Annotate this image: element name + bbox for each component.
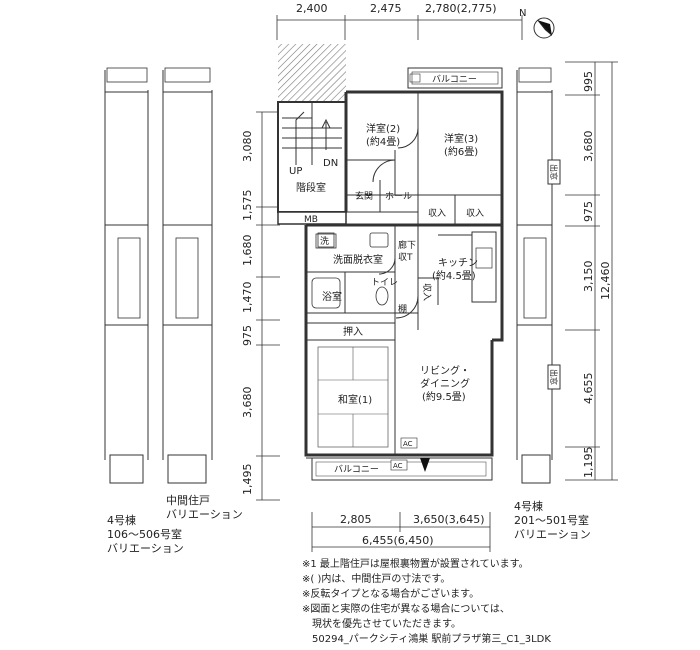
left-dim-4: 1,470: [241, 282, 254, 314]
top-dimension-line: [276, 15, 523, 40]
living-name-1: リビング・: [420, 364, 470, 377]
right-dim-2: 3,680: [582, 131, 595, 163]
north-compass: [533, 17, 555, 39]
compass-n-label: N: [519, 8, 526, 19]
top-balcony: [407, 67, 503, 89]
left-dim-2: 1,575: [241, 190, 254, 222]
caption-right-line-3: バリエーション: [514, 527, 591, 541]
left-dim-1: 3,080: [241, 131, 254, 163]
stair-well: [277, 44, 347, 213]
kitchen-size: (約4.5畳): [432, 269, 476, 282]
stair-dn-label: DN: [323, 158, 338, 169]
bedroom2-size: (約4畳): [366, 135, 400, 148]
right-dimension-line: [565, 61, 618, 481]
caption-middle-line-1: 中間住戸: [166, 494, 210, 507]
unit-walls: [304, 90, 504, 457]
kitchen-name: キッチン: [438, 257, 478, 269]
caption-right-line-1: 4号棟: [514, 500, 543, 513]
entrance-label: 玄関: [355, 190, 373, 202]
corridor-label: 廊下: [398, 239, 416, 251]
left-dim-5: 975: [241, 325, 254, 346]
right-dim-5: 4,655: [582, 373, 595, 405]
top-dim-2: 2,475: [370, 2, 402, 15]
note-1: ※1 最上階住戸は屋根裏物置が設置されています。: [302, 559, 529, 570]
storage-label-3: 収入: [421, 283, 433, 301]
bottom-dim-total: 6,455(6,450): [362, 534, 434, 547]
ac-label-1: AC: [403, 440, 413, 448]
ac-label-2: AC: [393, 462, 403, 470]
left-dim-3: 1,680: [241, 235, 254, 267]
washroom-label: 洗面脱衣室: [333, 253, 383, 266]
left-dimension-line: [256, 111, 280, 501]
caption-left-line-3: バリエーション: [107, 541, 184, 555]
stair-room-label: 階段室: [296, 181, 326, 194]
bottom-dim-1: 2,805: [340, 513, 372, 526]
oshiire-label: 押入: [343, 325, 363, 338]
stair-up-label: UP: [289, 166, 302, 177]
bottom-dimension-line: [311, 512, 491, 552]
note-4: ※図面と実際の住宅が異なる場合については、: [302, 604, 510, 615]
living-name-2: ダイニング: [420, 377, 470, 390]
hall-label: ホール: [385, 191, 412, 202]
washitsu-label: 和室(1): [338, 393, 372, 406]
right-dim-total: 12,460: [599, 262, 612, 301]
stor-t-label: 収T: [398, 251, 413, 263]
notes-block: ※1 最上階住戸は屋根裏物置が設置されています。 ※( )内は、中間住戸の寸法で…: [302, 557, 529, 632]
bottom-dim-2: 3,650(3,645): [413, 513, 485, 526]
toilet-label: トイレ: [371, 278, 398, 288]
storage-label-1: 収入: [428, 207, 446, 219]
caption-right-line-2: 201～501号室: [514, 513, 589, 527]
caption-middle-line-2: バリエーション: [166, 507, 243, 521]
left-variation-plans: [104, 67, 213, 484]
note-3: ※反転タイプとなる場合がございます。: [302, 589, 480, 600]
mb-label: MB: [304, 215, 318, 225]
caption-left: 4号棟 106～506号室 バリエーション: [107, 514, 184, 555]
right-dim-6: 1,195: [582, 447, 595, 479]
note-2: ※( )内は、中間住戸の寸法です。: [302, 574, 451, 585]
bedroom2-name: 洋室(2): [366, 122, 400, 135]
bay-window-label-1: 出窓: [549, 164, 559, 180]
footer-id: 50294_パークシティ鴻巣 駅前プラザ第三_C1_3LDK: [312, 634, 551, 645]
bath-label: 浴室: [322, 290, 342, 303]
note-5: 現状を優先させていただきます。: [302, 619, 461, 630]
right-dim-4: 3,150: [582, 261, 595, 293]
top-dim-3: 2,780(2,775): [425, 2, 497, 15]
right-dim-1: 995: [582, 71, 595, 92]
shelf-label: 棚: [398, 303, 407, 315]
caption-middle: 中間住戸 バリエーション: [166, 494, 243, 522]
right-variation-plan: [516, 67, 561, 484]
left-dim-7: 1,495: [241, 464, 254, 496]
left-dim-6: 3,680: [241, 387, 254, 419]
caption-left-line-1: 4号棟: [107, 514, 136, 527]
bay-window-label-2: 出窓: [549, 369, 559, 385]
tatami-mats: [317, 346, 389, 448]
living-size: (約9.5畳): [422, 390, 466, 403]
bottom-balcony-label: バルコニー: [334, 464, 379, 475]
caption-right: 4号棟 201～501号室 バリエーション: [514, 500, 591, 541]
storage-label-2: 収入: [466, 207, 484, 219]
right-dim-3: 975: [582, 201, 595, 222]
top-dim-1: 2,400: [296, 2, 328, 15]
top-balcony-label: バルコニー: [432, 74, 477, 85]
bedroom3-name: 洋室(3): [444, 132, 478, 145]
caption-left-line-2: 106～506号室: [107, 527, 182, 541]
wash-mark-label: 洗: [320, 235, 329, 247]
bedroom3-size: (約6畳): [444, 145, 478, 158]
